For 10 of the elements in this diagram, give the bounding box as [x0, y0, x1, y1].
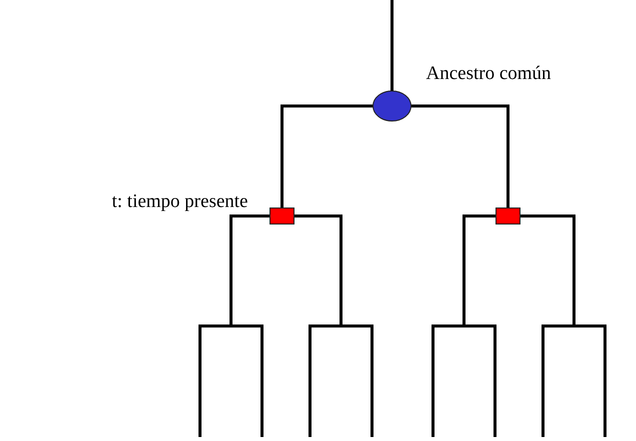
branch-node — [270, 208, 294, 224]
node-caption: t: tiempo presente — [112, 192, 248, 211]
tree-branch — [280, 104, 373, 208]
tree-branch — [294, 214, 374, 437]
tree-branch — [390, 0, 394, 91]
tree-branch — [411, 104, 510, 208]
ancestor-node — [372, 90, 412, 122]
node-caption: Ancestro común — [426, 64, 552, 83]
branch-node — [496, 208, 520, 224]
tree-branch — [520, 214, 606, 437]
